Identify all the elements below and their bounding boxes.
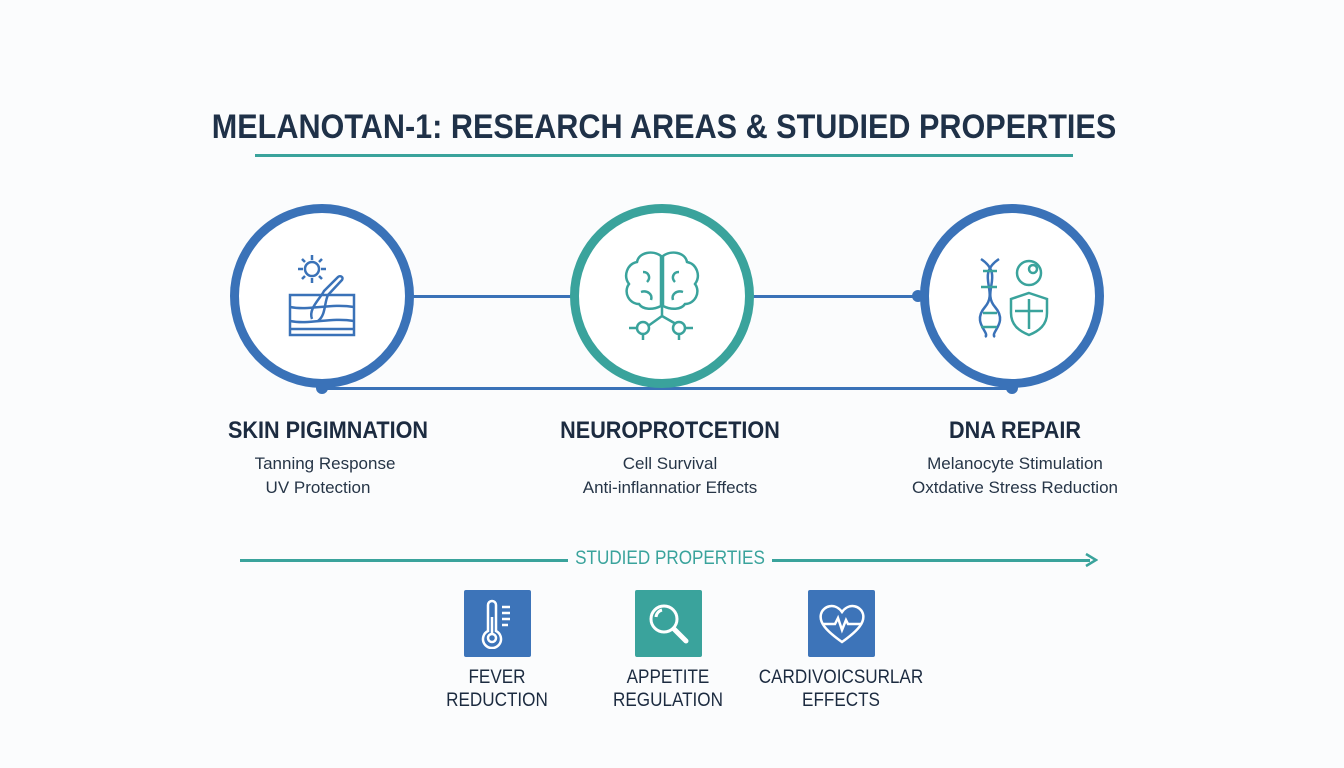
neuroprotection-circle (570, 204, 754, 388)
cardiovascular-effects-tile (808, 590, 875, 657)
magnifier-icon (649, 604, 688, 643)
area-detail: UV Protection (265, 478, 371, 497)
area-heading: SKIN PIGIMNATION (227, 417, 428, 444)
area-heading: NEUROPROTCETION (560, 417, 780, 444)
area-detail: Cell Survival (622, 454, 718, 473)
title-underline (255, 154, 1073, 157)
property-label: APPETITE (626, 667, 710, 688)
area-detail: Tanning Response (254, 454, 396, 473)
brain-icon (625, 251, 699, 340)
area-detail: Oxtdative Stress Reduction (912, 478, 1118, 497)
studied-properties-label: STUDIED PROPERTIES (575, 548, 765, 569)
connector-line-bottom (322, 387, 1012, 390)
arrow-head-icon (1085, 552, 1098, 568)
heart-pulse-icon (818, 604, 865, 644)
property-label: FEVER (468, 667, 526, 688)
property-label: CARDIVOICSURLAR (758, 667, 924, 688)
thermometer-icon (481, 599, 510, 649)
studied-line-left (240, 559, 568, 562)
skin-pigmentation-circle (230, 204, 414, 388)
property-label: EFFECTS (802, 690, 880, 711)
property-label: REDUCTION (446, 690, 548, 711)
property-label: REGULATION (613, 690, 723, 711)
area-detail: Anti-inflannatior Effects (582, 478, 758, 497)
area-detail: Melanocyte Stimulation (927, 454, 1103, 473)
dna-repair-circle (920, 204, 1104, 388)
skin-sun-icon (288, 255, 356, 337)
appetite-regulation-tile (635, 590, 702, 657)
fever-reduction-tile (464, 590, 531, 657)
area-heading: DNA REPAIR (948, 417, 1081, 444)
studied-line-right (772, 559, 1090, 562)
dna-shield-icon (978, 257, 1049, 339)
page-title: MELANOTAN-1: RESEARCH AREAS & STUDIED PR… (211, 108, 1117, 146)
